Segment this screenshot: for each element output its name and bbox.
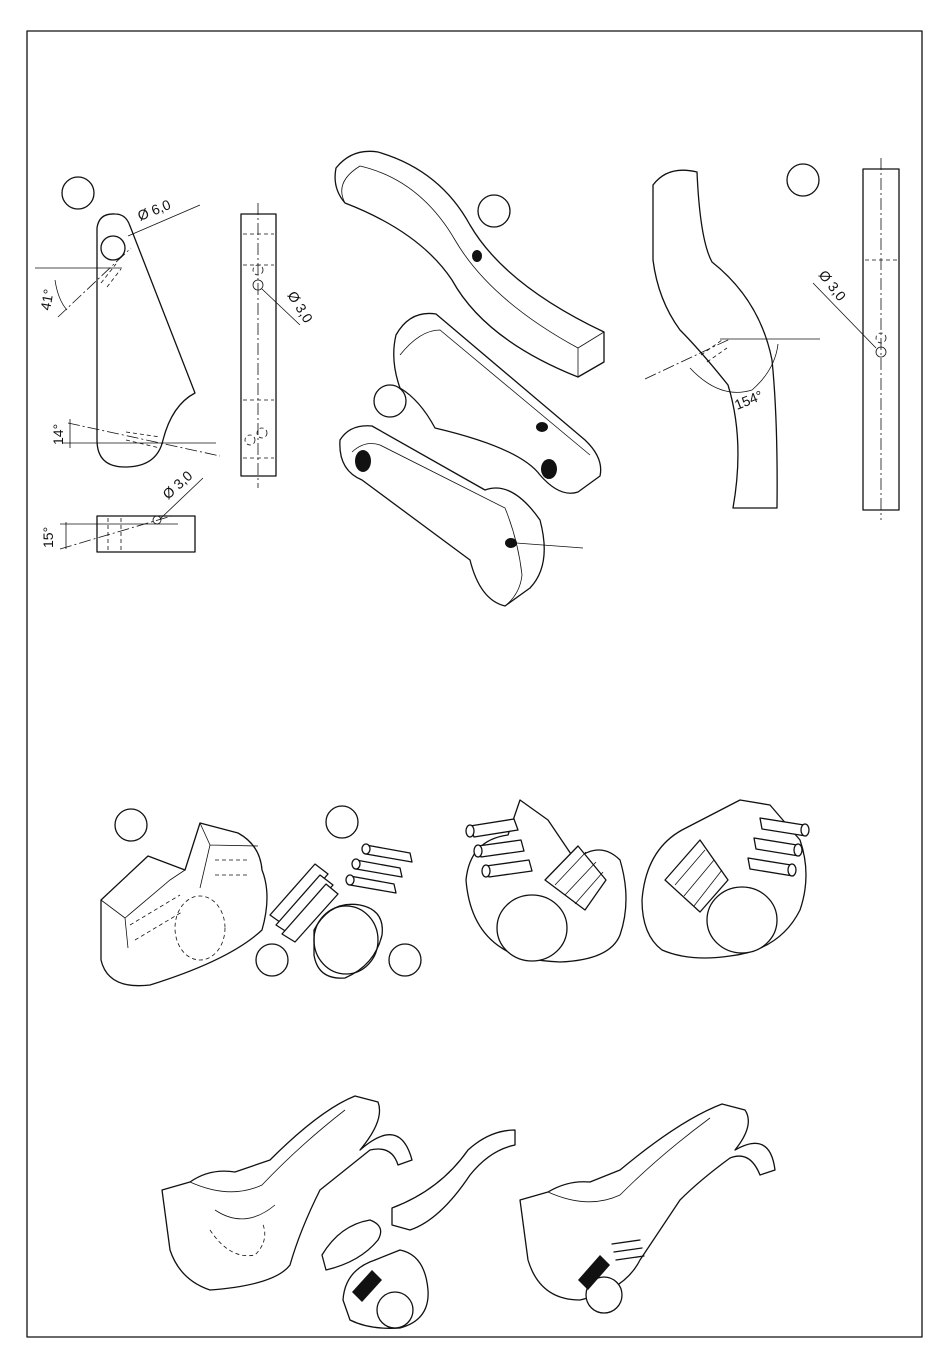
callout-circle-5 — [115, 809, 147, 841]
dim-angle-top-view: 15° — [40, 527, 56, 548]
dim-hole-large: Ø 6,0 — [135, 196, 173, 224]
callout-circle-4 — [787, 164, 819, 196]
callout-circle-7 — [256, 944, 288, 976]
part-curved-arm: 154° Ø 3,0 — [645, 158, 899, 520]
loose-pins — [346, 844, 412, 893]
dim-hole-top-view: Ø 3,0 — [159, 467, 195, 502]
lever-top-view — [97, 516, 195, 552]
part-head-components — [101, 806, 421, 986]
callout-circle-6 — [326, 806, 358, 838]
head-block-iso — [101, 823, 267, 986]
dim-angle-curved: 154° — [732, 387, 765, 413]
lever-front-view — [97, 214, 195, 467]
dim-angle-upper: 41° — [37, 288, 56, 312]
part-exploded-blocks — [335, 151, 604, 606]
dim-angle-lower: 14° — [50, 424, 66, 445]
callout-circle-1 — [62, 177, 94, 209]
callout-circle-8 — [389, 944, 421, 976]
lever-hole-large — [101, 236, 125, 260]
dim-hole-side-view: Ø 3,0 — [284, 288, 316, 326]
part-full-assemblies — [162, 1096, 775, 1328]
drawing-frame — [27, 31, 922, 1337]
dim-hole-curved-side: Ø 3,0 — [816, 267, 850, 304]
callout-circle-2 — [478, 195, 510, 227]
assembly-body-right — [520, 1104, 775, 1300]
part-assembled-heads — [466, 800, 809, 962]
lever-side-view — [241, 214, 276, 476]
curved-arm-loose — [392, 1130, 515, 1230]
callout-circle-3 — [374, 385, 406, 417]
part-lever-views: Ø 6,0 41° 14° Ø 3,0 15° Ø 3,0 — [35, 177, 316, 552]
